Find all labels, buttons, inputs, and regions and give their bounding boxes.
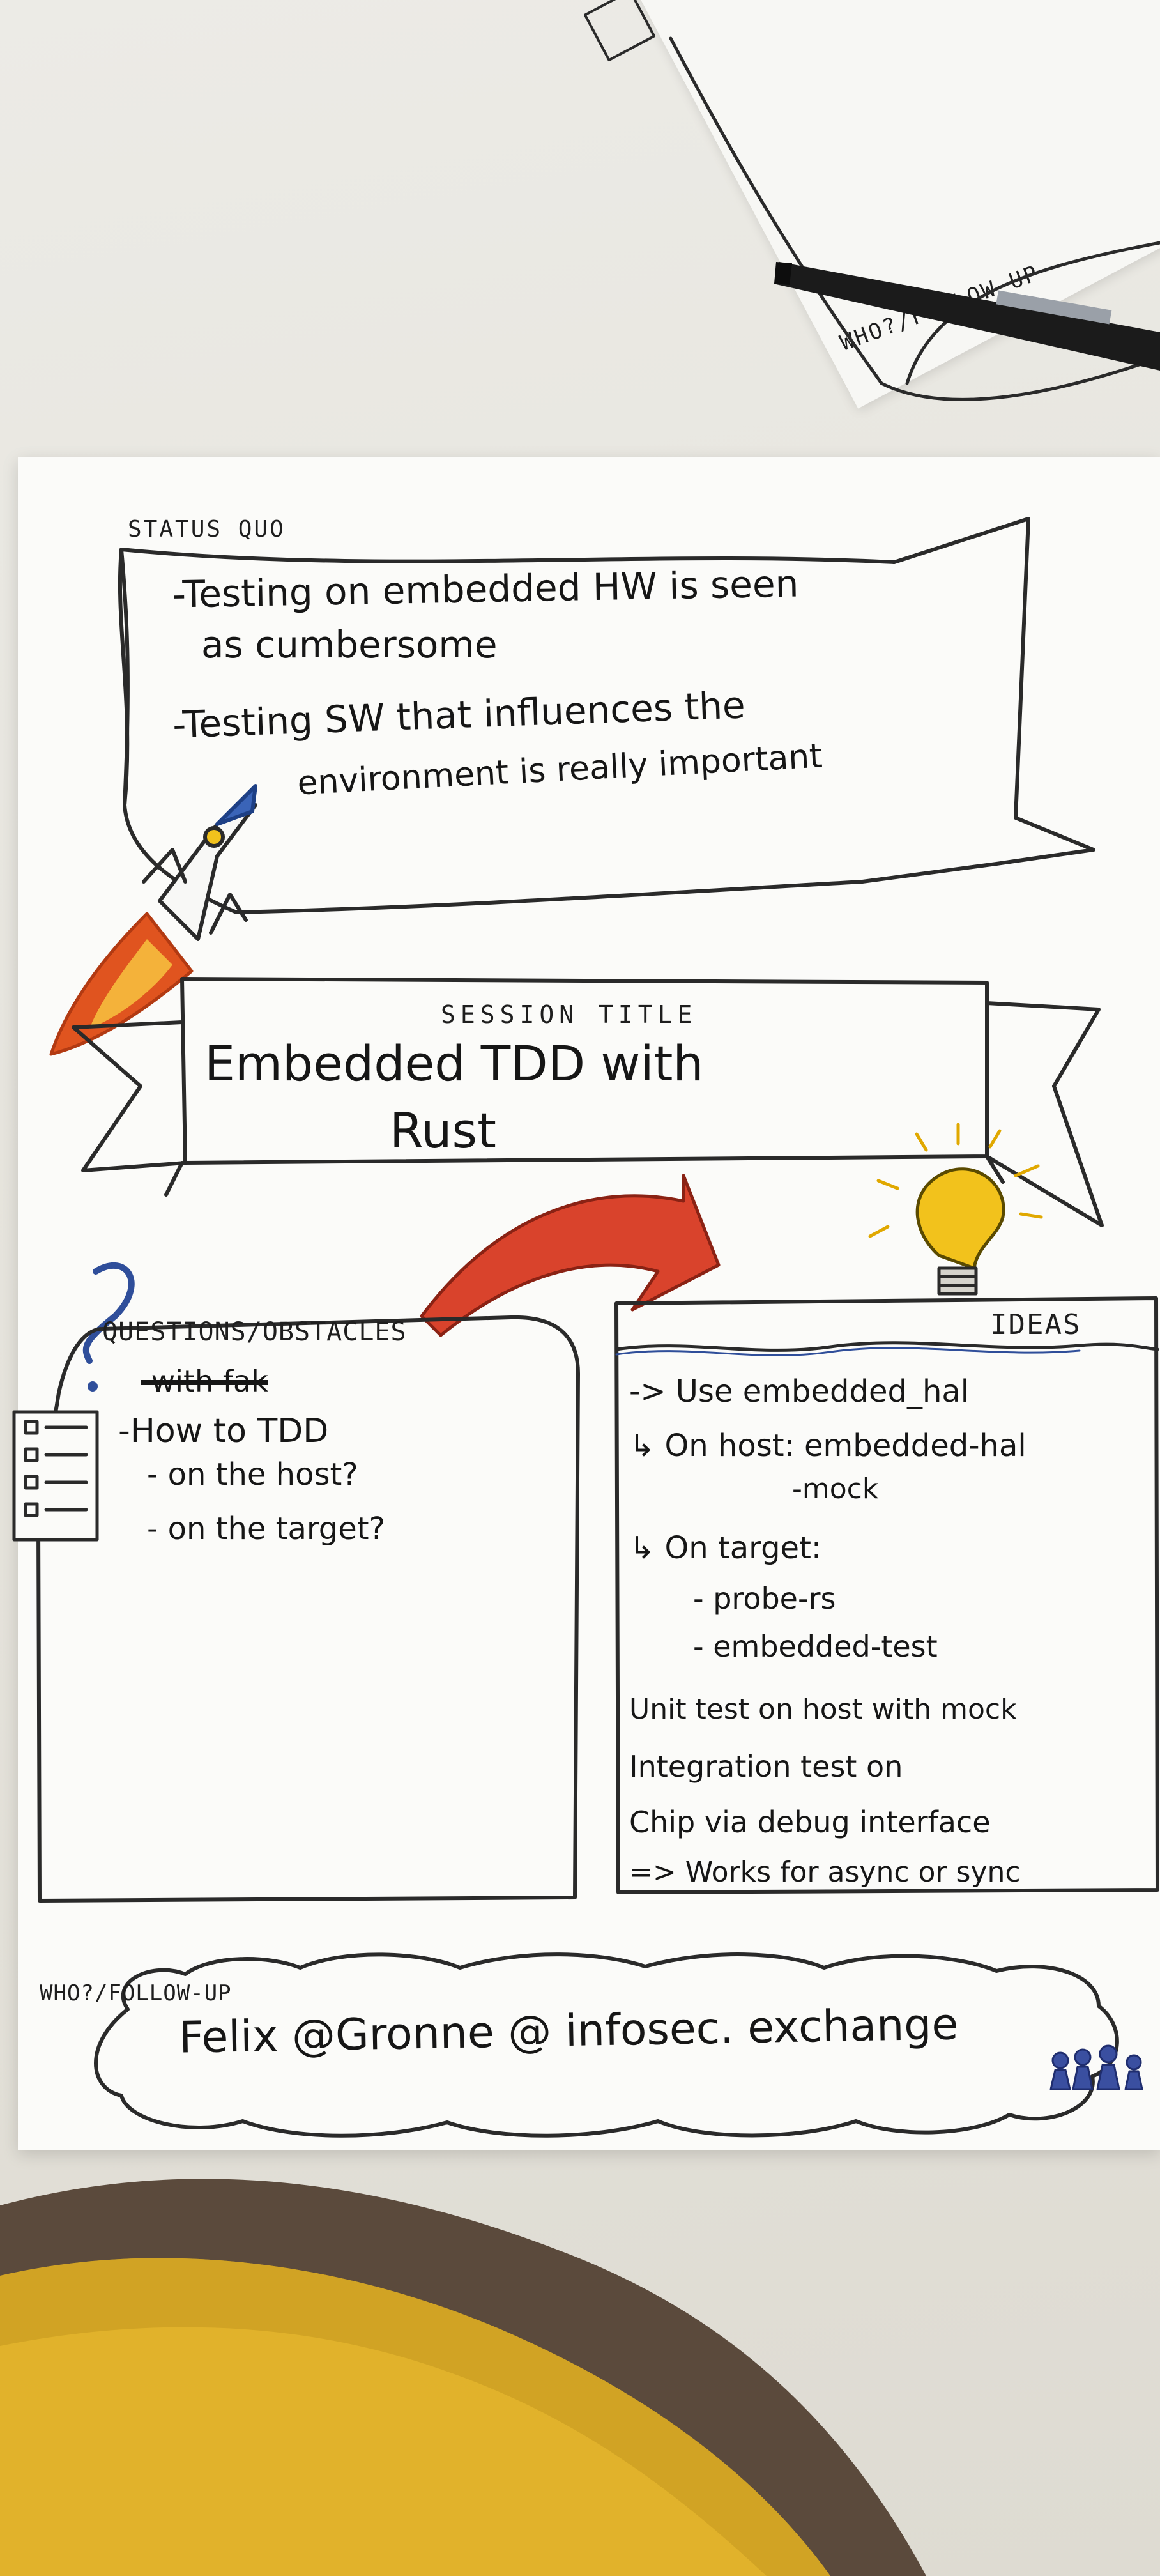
ideas-line-10: => Works for async or sync — [629, 1856, 1021, 1889]
ideas-line-3: -mock — [792, 1473, 879, 1505]
ideas-line-2: ↳ On host: embedded-hal — [629, 1428, 1026, 1464]
session-title-line-1: Embedded TDD with — [204, 1035, 704, 1092]
poster-sheet — [18, 457, 1160, 2150]
session-title-line-2: Rust — [390, 1102, 496, 1159]
ideas-line-5: - probe-rs — [693, 1581, 836, 1616]
checklist-drawing — [12, 1410, 99, 1542]
rocket-drawing — [49, 784, 257, 1056]
questions-heading: QUESTIONS/OBSTACLES — [102, 1317, 407, 1347]
people-icons-drawing — [1049, 2044, 1143, 2090]
followup-heading: WHO?/FOLLOW-UP — [40, 1981, 232, 2006]
ideas-line-1: -> Use embedded_hal — [629, 1374, 970, 1409]
questions-line-3: - on the target? — [147, 1511, 386, 1547]
ideas-line-7: Unit test on host with mock — [629, 1693, 1017, 1726]
ideas-heading: IDEAS — [990, 1308, 1081, 1341]
ideas-line-6: - embedded-test — [693, 1629, 938, 1664]
questions-crossed-line: -with fak — [141, 1364, 268, 1399]
questions-line-1: -How to TDD — [118, 1412, 329, 1450]
ideas-line-9: Chip via debug interface — [629, 1805, 991, 1839]
yellow-fabric — [0, 2179, 926, 2576]
questions-line-2: - on the host? — [147, 1457, 358, 1492]
ideas-line-4: ↳ On target: — [629, 1530, 822, 1566]
status-quo-line-2: as cumbersome — [201, 623, 498, 666]
lightbulb-drawing — [868, 1123, 1043, 1296]
status-quo-heading: STATUS QUO — [128, 516, 286, 542]
session-title-heading: SESSION TITLE — [441, 1000, 698, 1029]
ideas-line-8: Integration test on — [629, 1749, 903, 1784]
